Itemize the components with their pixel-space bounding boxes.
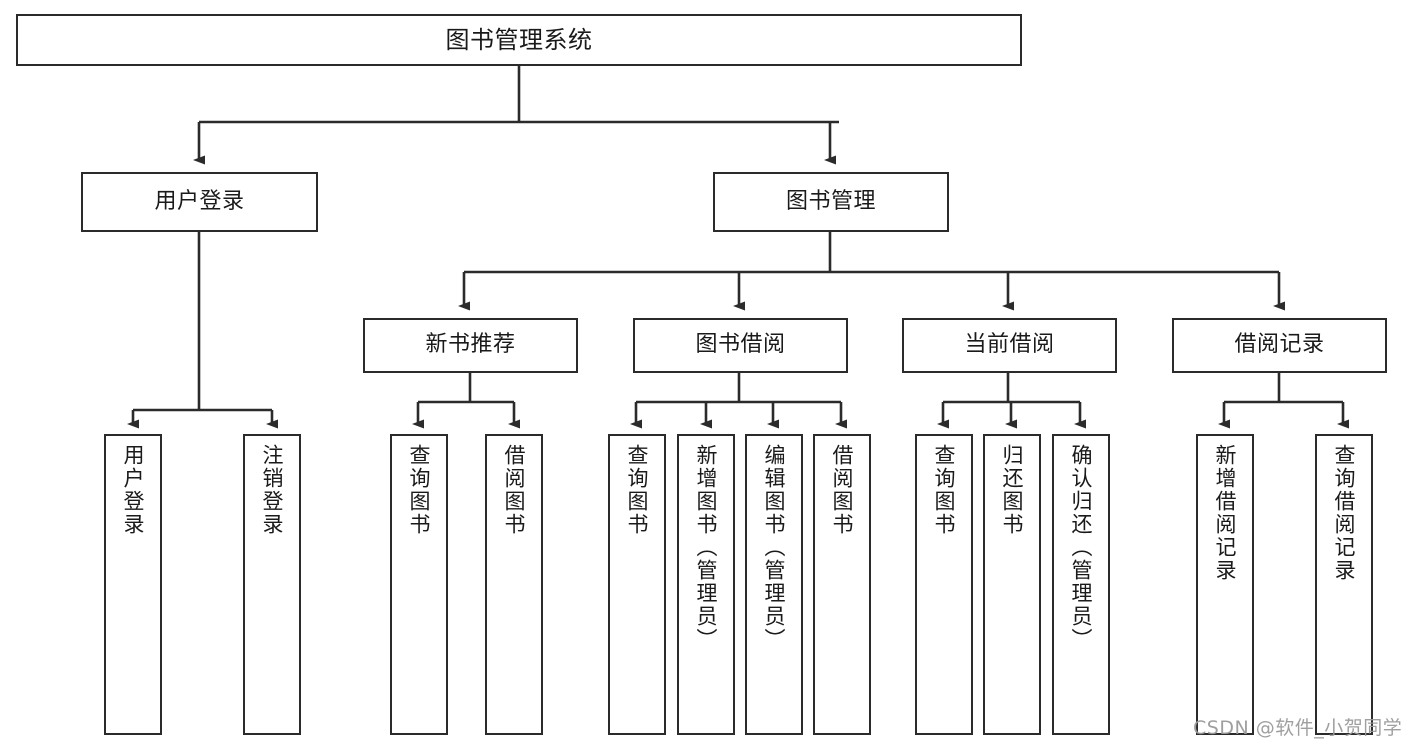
node-label: 用户登录: [121, 444, 146, 536]
node-leaf-query-record[interactable]: 查询借阅记录: [1315, 434, 1373, 735]
edge-records-to-leaves: [1218, 373, 1349, 429]
node-label: 借阅图书: [830, 444, 855, 536]
edge-login-to-leaves: [127, 232, 278, 429]
node-label: 查询图书: [625, 444, 650, 536]
node-leaf-borrow-book[interactable]: 借阅图书: [813, 434, 871, 735]
edge-bookmgmt-to-level3: [458, 232, 1285, 311]
node-leaf-confirm-return[interactable]: 确认归还（管理员）: [1052, 434, 1110, 735]
csdn-watermark: CSDN @软件_小贺同学: [1193, 717, 1403, 739]
edge-current-to-leaves: [937, 373, 1086, 429]
node-book-management[interactable]: 图书管理: [713, 172, 949, 232]
node-leaf-user-login[interactable]: 用户登录: [104, 434, 162, 735]
node-label: 用户登录: [154, 188, 245, 214]
node-leaf-query-book-new[interactable]: 查询图书: [390, 434, 448, 735]
node-leaf-logout[interactable]: 注销登录: [243, 434, 301, 735]
node-label: 注销登录: [260, 444, 285, 536]
node-new-book-recommend[interactable]: 新书推荐: [363, 318, 578, 373]
node-label: 借阅图书: [502, 444, 527, 536]
node-leaf-add-record[interactable]: 新增借阅记录: [1196, 434, 1254, 735]
node-label: 图书管理: [785, 188, 876, 214]
node-label: 确认归还（管理员）: [1069, 444, 1094, 651]
edge-borrow-to-leaves: [630, 373, 847, 429]
node-label: 新增图书（管理员）: [694, 444, 719, 651]
node-leaf-add-book[interactable]: 新增图书（管理员）: [677, 434, 735, 735]
node-book-borrow[interactable]: 图书借阅: [633, 318, 848, 373]
node-label: 图书管理系统: [445, 25, 593, 54]
node-label: 图书借阅: [695, 332, 786, 358]
node-label: 新增借阅记录: [1213, 444, 1238, 582]
node-current-borrow[interactable]: 当前借阅: [902, 318, 1117, 373]
edge-newbook-to-leaves: [412, 373, 520, 429]
node-label: 新书推荐: [425, 332, 516, 358]
node-label: 查询借阅记录: [1332, 444, 1357, 582]
node-label: 查询图书: [932, 444, 957, 536]
node-label: 查询图书: [407, 444, 432, 536]
node-label: 归还图书: [1000, 444, 1025, 536]
node-user-login[interactable]: 用户登录: [81, 172, 318, 232]
node-leaf-return-book[interactable]: 归还图书: [983, 434, 1041, 735]
node-label: 编辑图书（管理员）: [762, 444, 787, 651]
node-leaf-query-book-current[interactable]: 查询图书: [915, 434, 973, 735]
node-leaf-borrow-book-new[interactable]: 借阅图书: [485, 434, 543, 735]
edge-root-to-level2: [193, 66, 839, 165]
node-root-system[interactable]: 图书管理系统: [16, 14, 1022, 66]
node-borrow-records[interactable]: 借阅记录: [1172, 318, 1387, 373]
node-label: 借阅记录: [1234, 332, 1325, 358]
node-leaf-edit-book[interactable]: 编辑图书（管理员）: [745, 434, 803, 735]
node-label: 当前借阅: [964, 332, 1055, 358]
node-leaf-query-book-borrow[interactable]: 查询图书: [608, 434, 666, 735]
